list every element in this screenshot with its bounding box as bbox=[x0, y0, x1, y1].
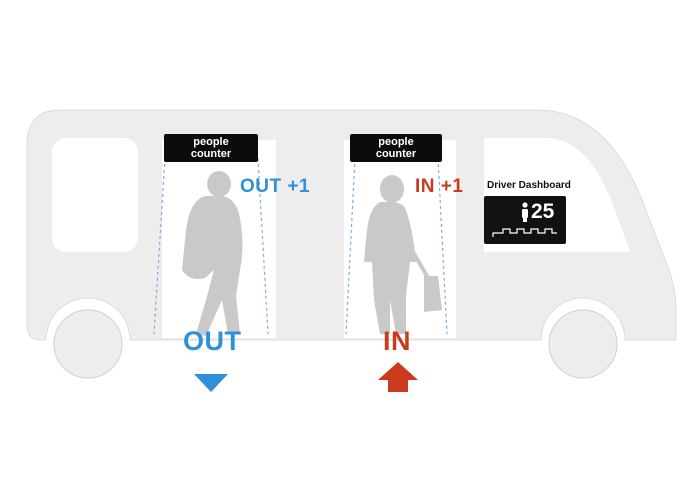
front-wheel bbox=[548, 309, 618, 379]
passenger-count: 25 bbox=[531, 200, 555, 223]
out-count-label: OUT +1 bbox=[240, 176, 311, 197]
front-sensor-beam bbox=[345, 157, 448, 335]
out-direction-label: OUT bbox=[183, 326, 242, 356]
step-chart-icon bbox=[492, 228, 557, 237]
front-counter-line1: people bbox=[378, 136, 414, 148]
front-counter-line2: counter bbox=[375, 148, 417, 160]
rear-counter-line1: people bbox=[193, 136, 229, 148]
rear-people-counter: people counter bbox=[164, 134, 258, 162]
passenger-out-silhouette bbox=[182, 171, 243, 336]
front-people-counter: people counter bbox=[350, 134, 442, 162]
arrow-down-icon bbox=[194, 366, 228, 392]
rear-window bbox=[52, 138, 138, 252]
passenger-in-silhouette bbox=[364, 175, 442, 334]
rear-counter-line2: counter bbox=[190, 148, 232, 160]
dashboard-title: Driver Dashboard bbox=[487, 180, 571, 191]
in-direction-label: IN bbox=[383, 326, 411, 356]
rear-wheel bbox=[53, 309, 123, 379]
in-count-label: IN +1 bbox=[415, 176, 464, 197]
rear-sensor-beam bbox=[153, 157, 269, 335]
arrow-up-icon bbox=[378, 362, 418, 392]
person-icon bbox=[522, 202, 528, 222]
